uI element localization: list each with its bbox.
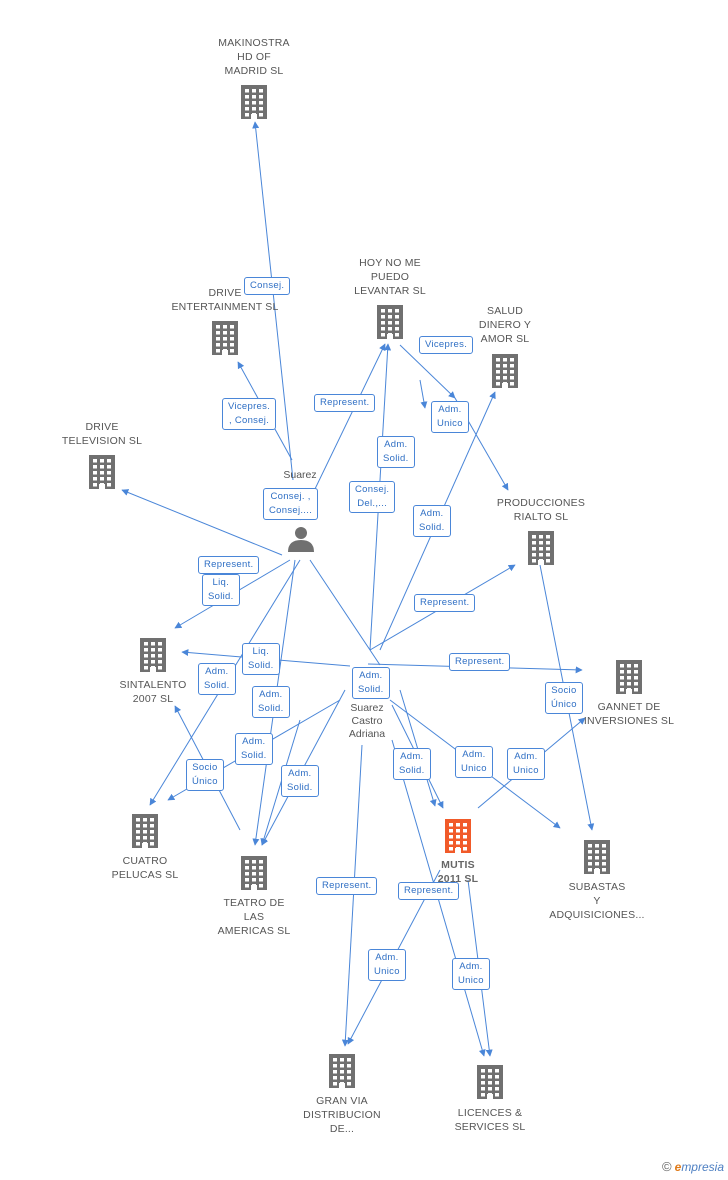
edge-label[interactable]: Represent.	[449, 653, 511, 671]
company-label-gannet[interactable]: GANNET DE INVERSIONES SL	[583, 701, 675, 727]
building-icon[interactable]	[89, 455, 115, 489]
person-label-hub[interactable]: Suarez Castro Adriana	[348, 702, 386, 740]
building-icon[interactable]	[616, 660, 642, 694]
company-label-drive_ent[interactable]: DRIVE ENTERTAINMENT SL	[171, 287, 279, 313]
edge-label[interactable]: Vicepres.	[419, 336, 474, 354]
person-icon[interactable]	[288, 527, 314, 552]
company-label-cuatro[interactable]: CUATRO PELUCAS SL	[111, 855, 179, 881]
edge-line	[399, 344, 456, 399]
edge-label[interactable]: Liq. Solid.	[242, 643, 280, 675]
edge-label[interactable]: Adm. Unico	[431, 401, 469, 433]
company-label-subastas[interactable]: SUBASTAS Y ADQUISICIONES...	[549, 881, 645, 921]
empresia-logo: ©empresia	[662, 1159, 724, 1174]
company-label-rialto[interactable]: PRODUCCIONES RIALTO SL	[496, 497, 586, 523]
edge-label[interactable]: Represent.	[198, 556, 260, 574]
edge-label[interactable]: Adm. Solid.	[281, 765, 319, 797]
edge-label[interactable]: Adm. Solid.	[393, 748, 431, 780]
edge-line	[309, 559, 381, 666]
company-label-makinostra[interactable]: MAKINOSTRA HD OF MADRID SL	[218, 37, 290, 77]
company-label-teatro[interactable]: TEATRO DE LAS AMERICAS SL	[217, 897, 291, 937]
edge-label[interactable]: Consej. , Consej....	[263, 488, 319, 520]
person-label-top[interactable]: Suarez	[283, 469, 317, 481]
building-icon[interactable]	[445, 819, 471, 853]
edge-label[interactable]: Adm. Solid.	[413, 505, 451, 537]
company-label-drive_tv[interactable]: DRIVE TELEVISION SL	[61, 421, 143, 447]
company-label-sintalento[interactable]: SINTALENTO 2007 SL	[119, 679, 187, 705]
edge-label[interactable]: Adm. Solid.	[377, 436, 415, 468]
edge-label[interactable]: Adm. Solid.	[352, 667, 390, 699]
building-icon[interactable]	[329, 1054, 355, 1088]
company-label-granvia[interactable]: GRAN VIA DISTRIBUCION DE...	[303, 1095, 381, 1135]
building-icon[interactable]	[528, 531, 554, 565]
company-label-salud[interactable]: SALUD DINERO Y AMOR SL	[478, 305, 532, 345]
edge-label[interactable]: Adm. Solid.	[198, 663, 236, 695]
edge-line	[121, 489, 283, 556]
edge-label[interactable]: Vicepres. , Consej.	[222, 398, 277, 430]
building-icon[interactable]	[492, 354, 518, 388]
building-icon[interactable]	[140, 638, 166, 672]
edge-line	[341, 744, 363, 1047]
building-icon[interactable]	[241, 85, 267, 119]
edge-label[interactable]: Adm. Unico	[455, 746, 493, 778]
edge-label[interactable]: Represent.	[414, 594, 476, 612]
edge-line	[252, 121, 294, 481]
edge-label[interactable]: Adm. Unico	[452, 958, 490, 990]
edge-label[interactable]: Represent.	[398, 882, 460, 900]
edge-label[interactable]: Socio Único	[186, 759, 224, 791]
edge-line	[419, 379, 428, 409]
edge-label[interactable]: Adm. Unico	[507, 748, 545, 780]
building-icon[interactable]	[132, 814, 158, 848]
building-icon[interactable]	[212, 321, 238, 355]
edge-label[interactable]: Adm. Solid.	[252, 686, 290, 718]
edge-label[interactable]: Socio Único	[545, 682, 583, 714]
edge-label[interactable]: Consej. Del.,...	[349, 481, 396, 513]
building-icon[interactable]	[241, 856, 267, 890]
edge-label[interactable]: Liq. Solid.	[202, 574, 240, 606]
building-icon[interactable]	[377, 305, 403, 339]
edge-label[interactable]: Consej.	[244, 277, 291, 295]
company-label-licences[interactable]: LICENCES & SERVICES SL	[454, 1107, 526, 1133]
edge-label[interactable]: Adm. Unico	[368, 949, 406, 981]
edge-label[interactable]: Represent.	[314, 394, 376, 412]
node-icons	[89, 85, 642, 1099]
edge-label[interactable]: Adm. Solid.	[235, 733, 273, 765]
building-icon[interactable]	[584, 840, 610, 874]
building-icon[interactable]	[477, 1065, 503, 1099]
edge-label[interactable]: Represent.	[316, 877, 378, 895]
company-label-hoy[interactable]: HOY NO ME PUEDO LEVANTAR SL	[354, 257, 426, 297]
